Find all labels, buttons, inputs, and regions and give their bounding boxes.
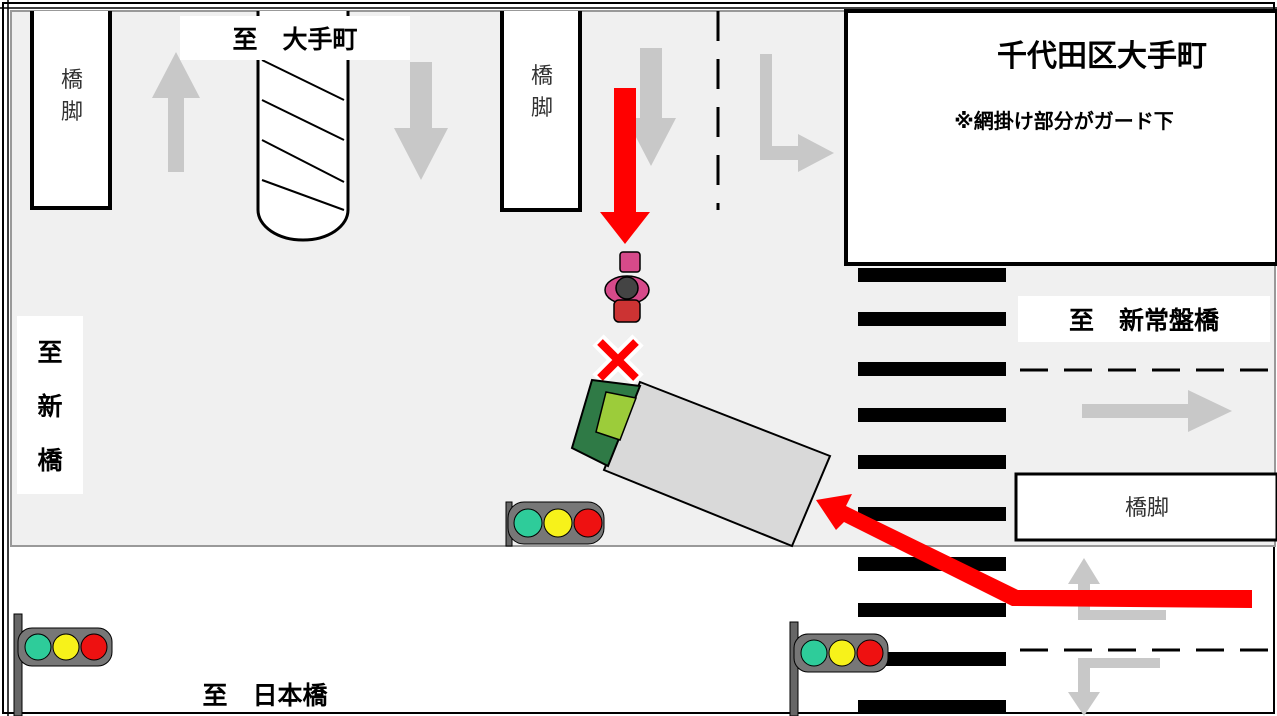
- traffic-light-icon: [789, 621, 889, 716]
- title-label: 千代田区大手町: [934, 28, 1270, 78]
- pier-left-label: 橋 脚: [60, 68, 83, 125]
- to-shimbashi-label: 至 新 橋: [17, 316, 83, 494]
- traffic-light-icon: [13, 613, 113, 716]
- to-shinjokibashi-label: 至 新常盤橋: [1018, 296, 1270, 342]
- pier-left: [30, 11, 112, 210]
- traffic-light-icon: [505, 501, 605, 547]
- to-otemachi-label: 至 大手町: [180, 16, 410, 60]
- direction-arrow-icon: [152, 48, 1232, 716]
- truck-icon: [570, 378, 832, 548]
- motorcycle-path-arrow: [600, 88, 650, 244]
- pier-center: [500, 11, 582, 212]
- note-label: ※網掛け部分がガード下: [858, 90, 1270, 148]
- pier-center-label: 橋 脚: [530, 64, 553, 121]
- pier-right-label: 橋脚: [1124, 496, 1169, 521]
- collision-x-icon: [592, 334, 644, 386]
- truck-path-arrow: [816, 494, 1252, 608]
- pier-right: [1014, 472, 1277, 542]
- motorcycle-icon: [604, 251, 650, 323]
- to-nihonbashi-label: 至 日本橋: [202, 681, 328, 710]
